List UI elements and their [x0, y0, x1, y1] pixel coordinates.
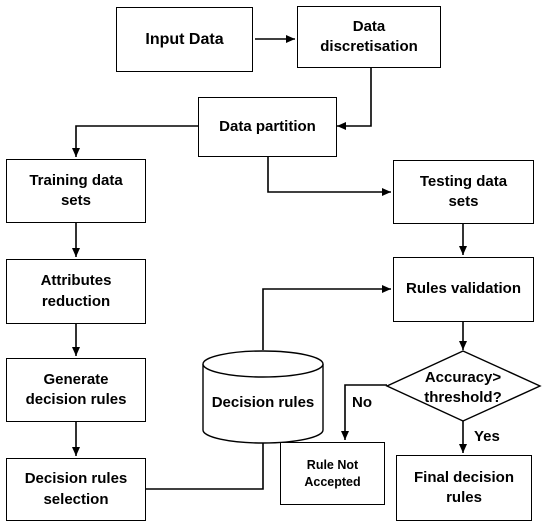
input-data-label: Input Data [145, 30, 224, 48]
data-discretisation-label: Data discretisation [320, 17, 418, 55]
decision-rules-selection-label: Decision rules selection [24, 470, 128, 508]
final-decision-rules-label: Final decision rules [413, 468, 515, 506]
testing-data-sets-label: Testing data sets [419, 172, 508, 210]
decision-rules-selection-box: Decision rules selection [6, 458, 146, 521]
data-partition-box: Data partition [198, 97, 337, 157]
rules-validation-label: Rules validation [405, 280, 522, 298]
data-discretisation-box: Data discretisation [297, 6, 441, 68]
generate-decision-rules-label: Generate decision rules [25, 370, 127, 408]
attributes-reduction-label: Attributes reduction [40, 272, 112, 310]
testing-data-sets-box: Testing data sets [393, 160, 534, 224]
training-data-sets-label: Training data sets [29, 171, 123, 209]
generate-decision-rules-box: Generate decision rules [6, 358, 146, 422]
input-data-box: Input Data [116, 7, 253, 72]
accuracy-threshold-label: Accuracy> threshold? [424, 369, 502, 406]
attributes-reduction-box: Attributes reduction [6, 259, 146, 324]
data-partition-label: Data partition [219, 117, 316, 135]
arrow-partition-to-testing [267, 157, 391, 196]
training-data-sets-box: Training data sets [6, 159, 146, 223]
rules-validation-box: Rules validation [393, 257, 534, 322]
arrow-db-to-validation [262, 285, 391, 350]
rule-not-accepted-label: Rule Not Accepted [304, 457, 361, 489]
yes-edge-label: Yes [474, 428, 500, 445]
no-edge-label: No [352, 394, 372, 411]
arrow-discretisation-to-partition [337, 68, 372, 130]
arrow-partition-to-training [72, 125, 198, 157]
rule-not-accepted-box: Rule Not Accepted [280, 442, 385, 505]
final-decision-rules-box: Final decision rules [396, 455, 532, 521]
accuracy-diamond-shape [385, 350, 542, 422]
decision-rules-db-label: Decision rules [211, 394, 315, 411]
arrow-accuracy-to-not-accepted [341, 384, 387, 440]
decision-rules-cylinder-shape [202, 350, 324, 444]
